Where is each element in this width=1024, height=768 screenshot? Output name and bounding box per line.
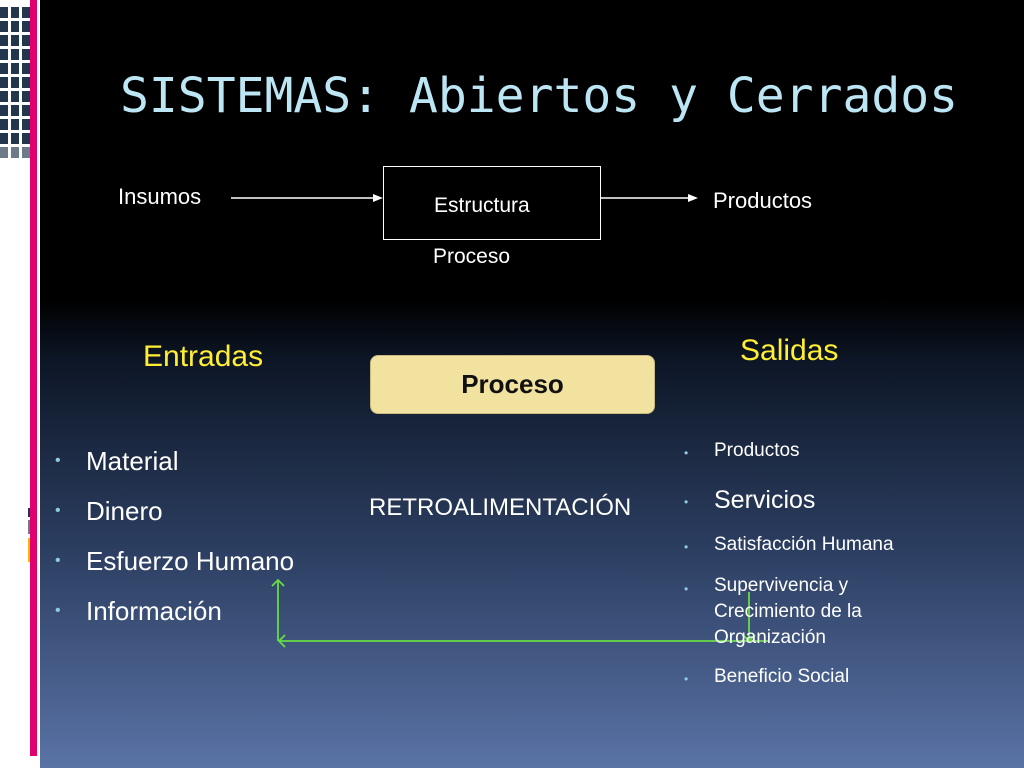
list-item: • Dinero: [55, 496, 294, 546]
list-item: • Supervivencia y Crecimiento de la Organiz…: [684, 573, 894, 666]
entradas-list: • Material • Dinero • Esfuerzo Humano • Info…: [55, 446, 294, 646]
bullet-icon: •: [55, 502, 61, 519]
insumos-arrow: [231, 194, 383, 202]
proceso-caption: Proceso: [433, 245, 511, 268]
proceso-box-label: Proceso: [461, 369, 564, 399]
list-item-label: Dinero: [86, 496, 163, 526]
list-item-label: Organización: [714, 627, 826, 648]
bullet-icon: •: [55, 552, 61, 569]
entradas-heading: Entradas: [143, 340, 264, 373]
list-item: • Servicios: [684, 486, 894, 534]
list-item: • Productos: [684, 440, 894, 486]
bullet-icon: •: [684, 582, 689, 596]
list-item: • Información: [55, 596, 294, 646]
bullet-icon: •: [684, 540, 689, 554]
list-item-label: Satisfacción Humana: [714, 534, 894, 555]
list-item-label: Información: [86, 596, 222, 626]
estructura-box: Estructura: [383, 166, 601, 240]
bullet-icon: •: [55, 452, 61, 469]
estructura-label: Estructura: [434, 194, 530, 217]
salidas-heading: Salidas: [740, 334, 839, 367]
feedback-arrow: [271, 578, 768, 648]
bullet-icon: •: [684, 446, 689, 460]
retroalimentacion-label: RETROALIMENTACIÓN: [369, 494, 632, 521]
list-item-label: Esfuerzo Humano: [86, 546, 295, 576]
slide-title: SISTEMAS: Abiertos y Cerrados: [120, 68, 959, 124]
proceso-box: Proceso: [370, 355, 655, 414]
list-item: • Material: [55, 446, 294, 496]
insumos-label: Insumos: [118, 184, 202, 209]
list-item-label: Beneficio Social: [714, 666, 850, 687]
productos-label: Productos: [713, 188, 813, 213]
productos-arrow: [601, 194, 698, 202]
pink-accent-bar: [30, 0, 37, 756]
bullet-icon: •: [684, 672, 689, 686]
list-item: • Esfuerzo Humano: [55, 546, 294, 596]
bullet-icon: •: [684, 495, 689, 509]
list-item: • Beneficio Social: [684, 666, 894, 696]
bullet-icon: •: [55, 602, 61, 619]
list-item-label: Servicios: [714, 486, 816, 514]
list-item-label: Supervivencia y: [714, 575, 849, 596]
list-item-label: Crecimiento de la: [714, 601, 862, 622]
salidas-list: • Productos • Servicios • Satisfacción Huma…: [684, 440, 894, 696]
list-item: • Satisfacción Humana: [684, 534, 894, 573]
list-item-label: Material: [86, 446, 179, 476]
list-item-label: Productos: [714, 440, 800, 461]
